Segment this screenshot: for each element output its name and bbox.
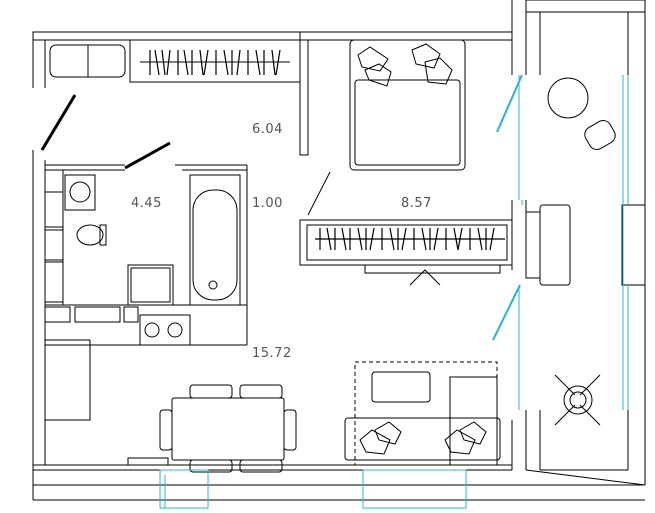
room-area-shower-closet: 1.00 — [252, 196, 283, 211]
walls — [32, 0, 646, 501]
furniture — [40, 39, 616, 473]
room-area-bathroom: 4.45 — [131, 196, 162, 211]
room-area-hallway: 6.04 — [252, 122, 283, 137]
room-area-bedroom: 8.57 — [401, 196, 432, 211]
windows — [159, 74, 629, 509]
room-area-living-kitchen: 15.72 — [252, 346, 292, 361]
